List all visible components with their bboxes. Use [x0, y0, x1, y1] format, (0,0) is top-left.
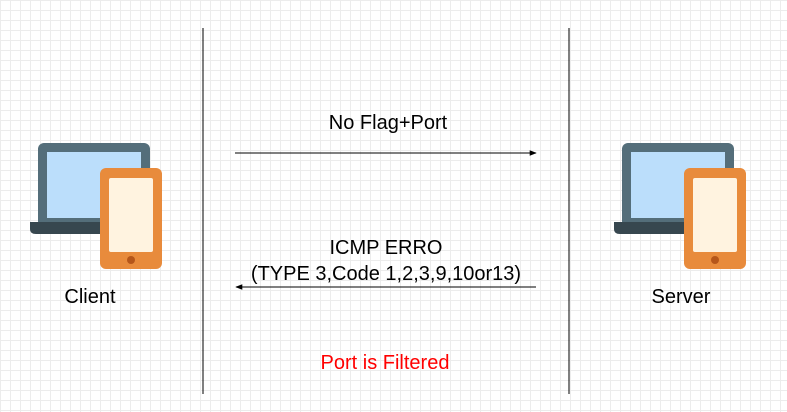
- server-label: Server: [651, 286, 711, 308]
- request-message-label: No Flag+Port: [328, 112, 448, 134]
- response-message-label-line2: (TYPE 3,Code 1,2,3,9,10or13): [250, 263, 522, 285]
- server-device: [614, 143, 746, 269]
- client-device: [30, 143, 162, 269]
- phone-icon: [684, 168, 746, 269]
- client-label: Client: [64, 286, 116, 308]
- response-message-label-line1: ICMP ERRO: [329, 237, 443, 259]
- result-label: Port is Filtered: [320, 352, 450, 374]
- phone-icon: [100, 168, 162, 269]
